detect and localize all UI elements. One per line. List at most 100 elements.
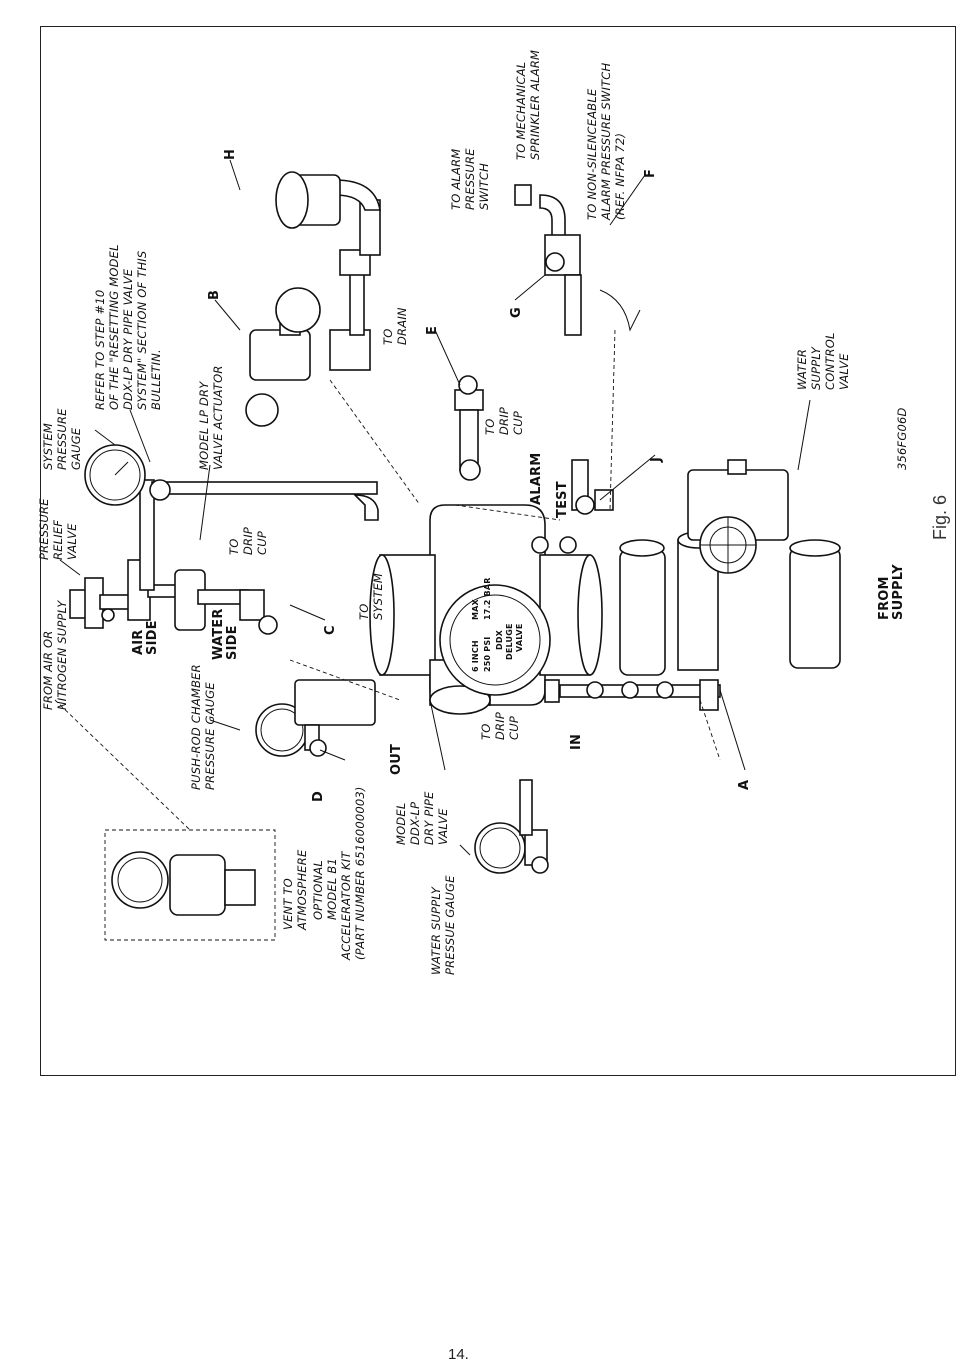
svg-text:TO: TO: [357, 604, 371, 620]
label-test: TEST: [555, 481, 570, 518]
svg-text:VALVE: VALVE: [436, 808, 450, 845]
label-pushrod-gauge: PUSH-ROD CHAMBER PRESSURE GAUGE: [189, 664, 217, 790]
nameplate-line-7: 17.2 BAR: [483, 577, 492, 620]
svg-text:TO ALARM: TO ALARM: [449, 149, 463, 210]
label-to-non-silence: TO NON-SILENCEABLE ALARM PRESSURE SWITCH…: [585, 62, 627, 221]
label-to-drip-cup-3: TO DRIP CUP: [483, 407, 525, 435]
svg-text:CUP: CUP: [511, 411, 525, 435]
svg-text:CONTROL: CONTROL: [823, 332, 837, 390]
callout-f: F: [643, 169, 658, 178]
svg-text:RELIEF: RELIEF: [51, 520, 65, 560]
svg-text:MODEL: MODEL: [394, 802, 408, 845]
svg-text:CUP: CUP: [255, 531, 269, 555]
callout-c: C: [323, 625, 338, 635]
svg-text:TO: TO: [479, 724, 493, 740]
svg-text:SUPPLY: SUPPLY: [809, 346, 823, 390]
svg-text:OPTIONAL: OPTIONAL: [311, 860, 325, 920]
handwheel-icon: [458, 375, 478, 395]
svg-text:DRY PIPE: DRY PIPE: [422, 791, 436, 845]
page-number: 14.: [448, 1346, 469, 1363]
callout-g: G: [509, 307, 524, 318]
svg-text:VALVE: VALVE: [65, 523, 79, 560]
svg-text:BULLETIN.: BULLETIN.: [149, 349, 163, 410]
svg-text:GAUGE: GAUGE: [69, 427, 83, 470]
diagram-frame: [40, 26, 956, 1076]
svg-text:PRESSUE GAUGE: PRESSUE GAUGE: [443, 875, 457, 975]
drawing-id: 356FG06D: [895, 407, 909, 470]
svg-text:SWITCH: SWITCH: [477, 163, 491, 210]
label-system-gauge: SYSTEM PRESSURE GAUGE: [41, 408, 83, 470]
label-vent: VENT TO ATMOSPHERE: [281, 849, 309, 931]
svg-text:OF THE "RESETTING MODEL: OF THE "RESETTING MODEL: [107, 244, 121, 410]
figure-label: Fig. 6: [930, 494, 950, 540]
svg-text:CUP: CUP: [507, 716, 521, 740]
label-ws-control-valve: WATER SUPPLY CONTROL VALVE: [795, 332, 851, 390]
svg-text:VALVE: VALVE: [837, 353, 851, 390]
label-alarm: ALARM: [529, 453, 544, 505]
svg-text:TO MECHANICAL: TO MECHANICAL: [514, 62, 528, 160]
drain-valve: [454, 375, 484, 481]
label-ws-gauge: WATER SUPPLY PRESSUE GAUGE: [429, 875, 457, 975]
callout-h: H: [223, 149, 238, 160]
handwheel-icon: [245, 393, 279, 427]
svg-text:DDX-LP: DDX-LP: [408, 802, 422, 845]
svg-text:SYSTEM: SYSTEM: [371, 573, 385, 620]
svg-text:ACCELERATOR KIT: ACCELERATOR KIT: [339, 851, 353, 961]
svg-text:MODEL B1: MODEL B1: [325, 858, 339, 920]
system-pressure-gauge: [84, 444, 146, 506]
svg-text:MODEL LP DRY: MODEL LP DRY: [197, 381, 211, 470]
butterfly-control-valve: [687, 459, 789, 574]
air-supply-trim: [69, 479, 379, 635]
svg-text:DRIP: DRIP: [493, 712, 507, 740]
svg-text:SYSTEM" SECTION OF THIS: SYSTEM" SECTION OF THIS: [135, 251, 149, 410]
label-ddx-valve: MODEL DDX-LP DRY PIPE VALVE: [394, 791, 450, 845]
svg-text:VALVE ACTUATOR: VALVE ACTUATOR: [211, 365, 225, 470]
svg-text:ALARM PRESSURE SWITCH: ALARM PRESSURE SWITCH: [599, 62, 613, 221]
svg-text:ATMOSPHERE: ATMOSPHERE: [295, 849, 309, 931]
svg-text:PRESSURE: PRESSURE: [55, 408, 69, 470]
label-from-air: FROM AIR OR NITROGEN SUPPLY: [41, 600, 69, 710]
label-in: IN: [569, 734, 584, 750]
label-to-alarm-switch: TO ALARM PRESSURE SWITCH: [449, 148, 491, 210]
ddx-lp-valve-body: [369, 504, 603, 715]
nameplate-line-1: 6 INCH: [471, 640, 480, 672]
nameplate-line-6: VALVE: [515, 624, 524, 653]
callout-e: E: [425, 326, 440, 335]
svg-text:SYSTEM: SYSTEM: [41, 423, 55, 470]
callout-a: A: [737, 780, 752, 790]
label-out: OUT: [389, 744, 404, 775]
nameplate-line-3: MAX: [471, 598, 480, 620]
svg-text:SIDE: SIDE: [145, 620, 160, 655]
label-to-mech-alarm: TO MECHANICAL SPRINKLER ALARM: [514, 50, 542, 160]
label-to-drain: TO DRAIN: [381, 307, 409, 345]
pushrod-gauge-assembly: [255, 679, 376, 757]
svg-text:DRAIN: DRAIN: [395, 307, 409, 345]
label-refer-note: REFER TO STEP #10 OF THE "RESETTING MODE…: [93, 244, 163, 410]
water-supply-gauge-assembly: [474, 779, 549, 874]
svg-text:WATER SUPPLY: WATER SUPPLY: [429, 886, 443, 975]
label-air-side: AIR SIDE: [131, 620, 160, 655]
callout-d: D: [311, 791, 326, 802]
accelerator-kit-group: [104, 829, 276, 941]
svg-text:NITROGEN SUPPLY: NITROGEN SUPPLY: [55, 600, 69, 710]
label-from-supply: FROM SUPPLY: [877, 564, 906, 620]
svg-text:DRIP: DRIP: [241, 527, 255, 555]
callout-j: J: [649, 457, 664, 463]
label-actuator: MODEL LP DRY VALVE ACTUATOR: [197, 365, 225, 470]
svg-text:TO: TO: [483, 419, 497, 435]
svg-text:(REF. NFPA 72): (REF. NFPA 72): [613, 133, 627, 220]
svg-text:SIDE: SIDE: [225, 625, 240, 660]
label-to-drip-cup-1: TO DRIP CUP: [227, 527, 269, 555]
svg-text:WATER: WATER: [795, 349, 809, 390]
lp-dry-valve-actuator: [245, 171, 381, 427]
svg-text:PUSH-ROD CHAMBER: PUSH-ROD CHAMBER: [189, 664, 203, 790]
nameplate-line-4: DDX: [495, 629, 504, 650]
svg-text:TO: TO: [227, 539, 241, 555]
svg-text:PRESSURE: PRESSURE: [463, 148, 477, 210]
nameplate-line-5: DELUGE: [505, 623, 514, 660]
svg-text:PRESSURE: PRESSURE: [37, 498, 51, 560]
svg-text:WATER: WATER: [211, 608, 226, 660]
svg-text:SPRINKLER ALARM: SPRINKLER ALARM: [528, 50, 542, 160]
svg-text:DDX-LP DRY PIPE VALVE: DDX-LP DRY PIPE VALVE: [121, 268, 135, 410]
callout-b: B: [207, 290, 222, 300]
